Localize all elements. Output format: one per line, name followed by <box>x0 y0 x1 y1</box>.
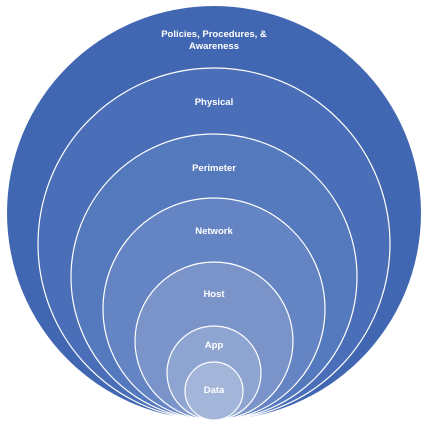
layer-label-physical: Physical <box>195 97 234 108</box>
layer-label-perimeter: Perimeter <box>192 163 236 174</box>
layer-label-data: Data <box>204 385 225 396</box>
layer-labels: Policies, Procedures, &AwarenessPhysical… <box>161 29 267 396</box>
layer-label-host: Host <box>203 289 225 300</box>
layer-label-policies-line-2: Awareness <box>189 41 239 52</box>
layer-circles <box>7 6 421 421</box>
layer-circle-data <box>184 361 244 421</box>
layer-label-app: App <box>205 340 224 351</box>
layer-label-network: Network <box>195 226 233 237</box>
layer-label-policies-line-1: Policies, Procedures, & <box>161 29 267 40</box>
